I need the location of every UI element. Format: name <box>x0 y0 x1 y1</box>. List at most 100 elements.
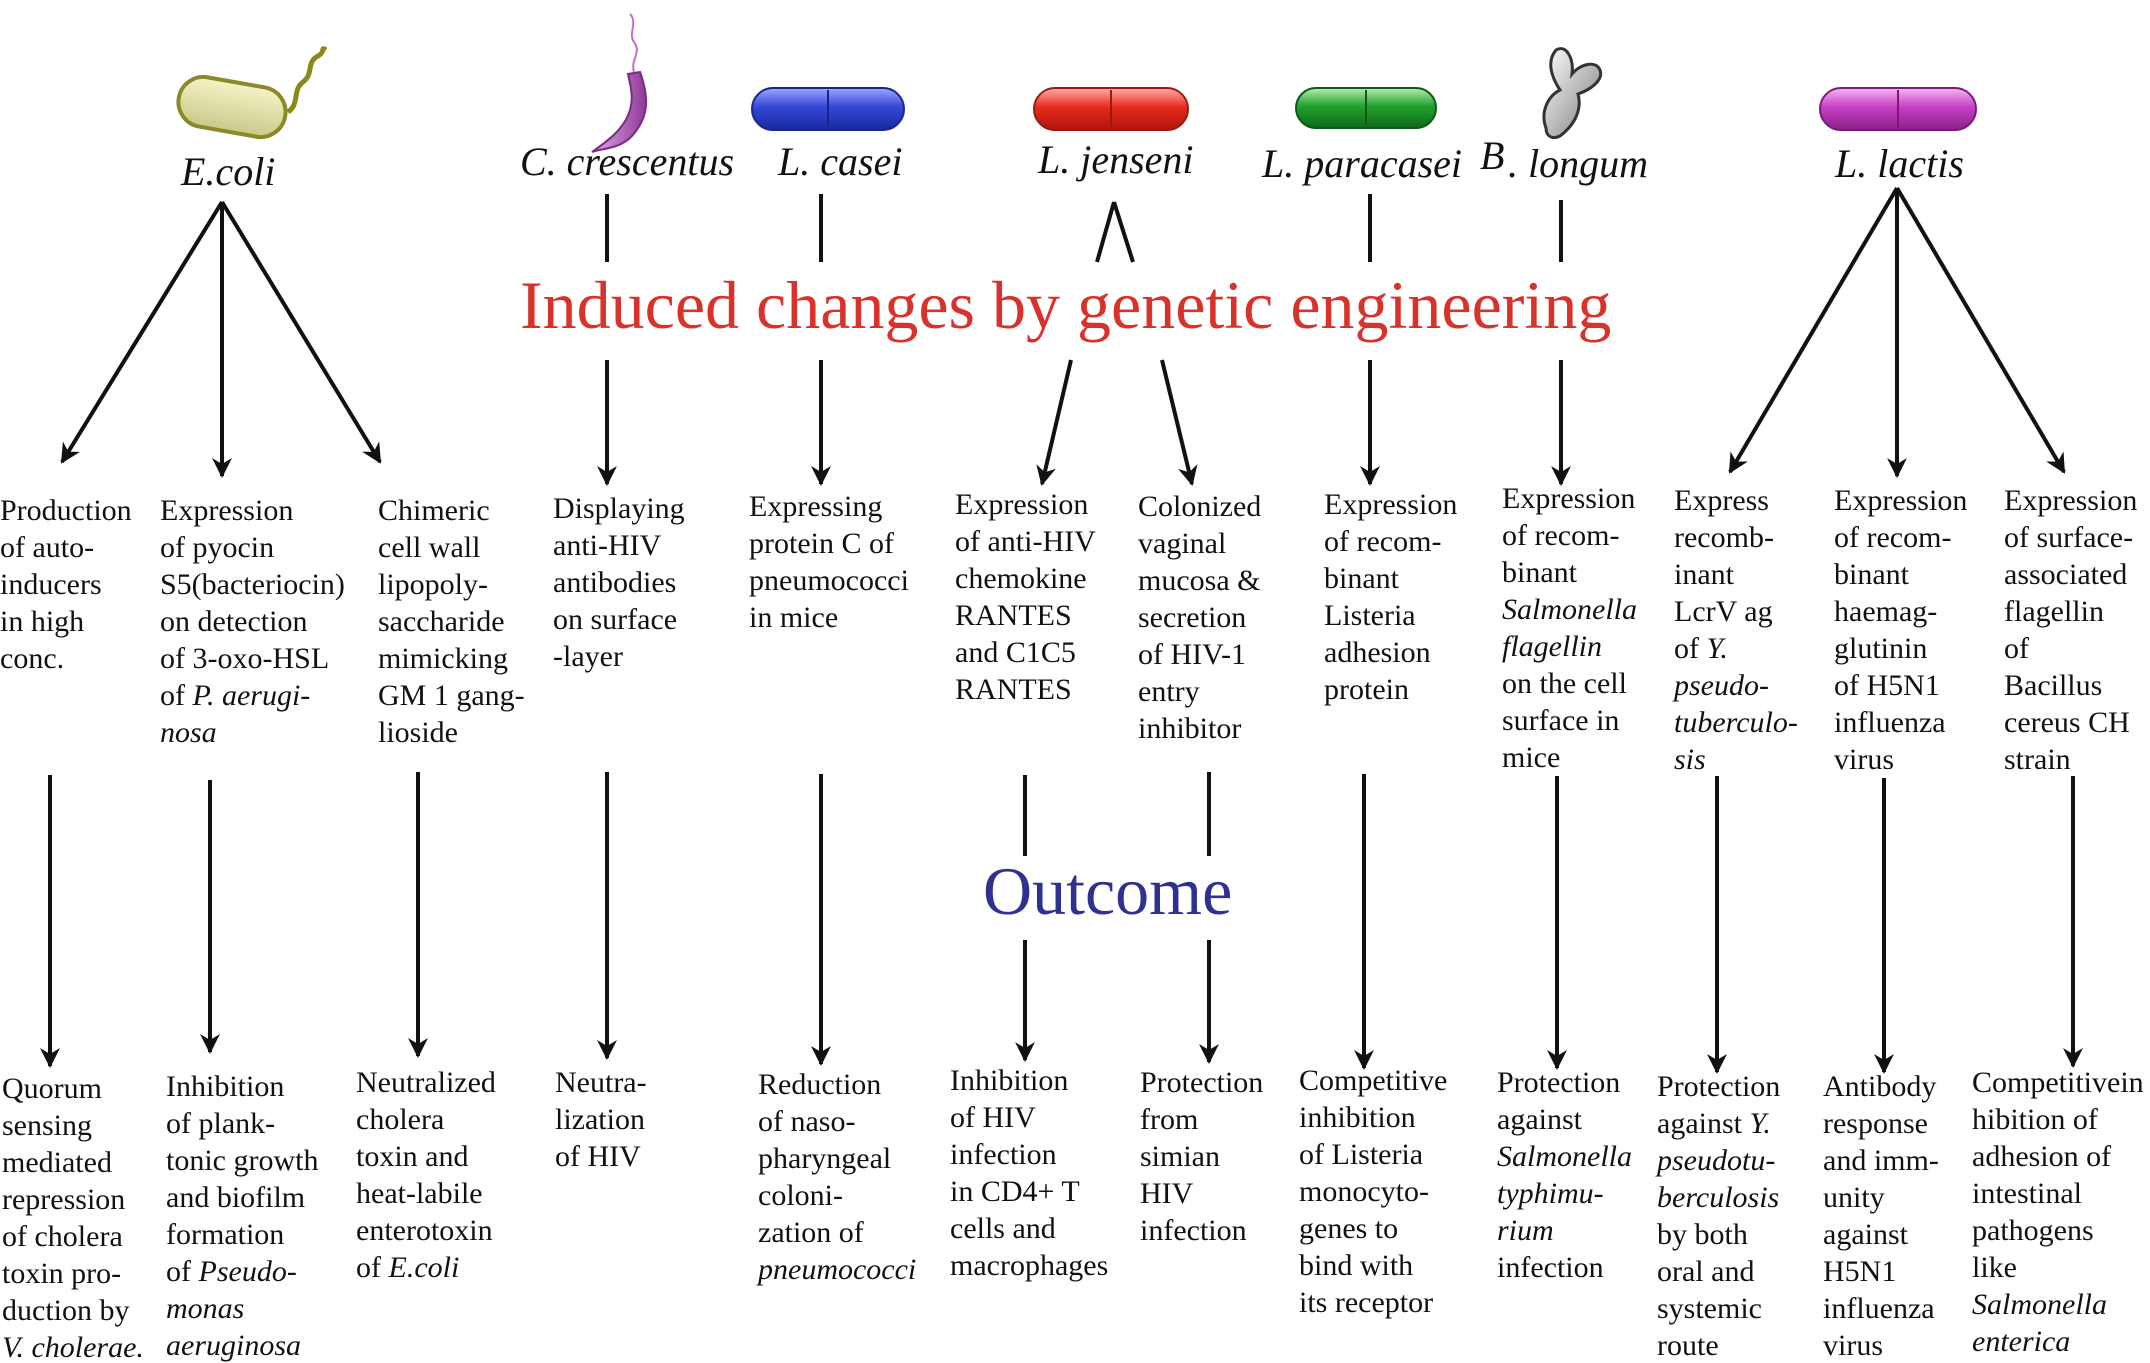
text-line: of Pseudo- <box>166 1253 318 1290</box>
text-line: genes to <box>1299 1212 1399 1245</box>
text-line: lioside <box>378 716 458 749</box>
text-line: and imm- <box>1823 1144 1939 1177</box>
text-line: of plank- <box>166 1107 276 1140</box>
text-line: cereus CH <box>2004 706 2130 739</box>
text-line: secretion <box>1138 601 1247 634</box>
text-line: heat-labile <box>356 1177 483 1210</box>
text-line: influenza <box>1823 1292 1935 1325</box>
text-line: pharyngeal <box>758 1142 892 1175</box>
text-line: response <box>1823 1107 1928 1140</box>
text-line: Neutra- <box>555 1066 647 1099</box>
curved-bacterium-icon <box>591 13 648 153</box>
text-line: protein C of <box>749 527 894 560</box>
text-span: of <box>1674 632 1707 665</box>
organism-ecoli: E.coli <box>181 149 276 194</box>
text-line: virus <box>1823 1329 1883 1362</box>
text-line: bind with <box>1299 1249 1414 1282</box>
text-line: Quorum <box>2 1072 102 1105</box>
text-line: binant <box>1324 562 1399 595</box>
text-line: cells and <box>950 1212 1056 1245</box>
text-line: Inhibition <box>950 1064 1069 1097</box>
text-line: Salmonella <box>1497 1140 1632 1173</box>
jenseni-arrow-2 <box>1160 359 1198 486</box>
text-line: infection <box>1497 1251 1604 1284</box>
text-line: adhesion <box>1324 636 1431 669</box>
text-span: against <box>1657 1107 1750 1140</box>
text-line: Reduction <box>758 1068 882 1101</box>
text-line: like <box>1972 1251 2017 1284</box>
lactis-arrow-3 <box>1895 186 2066 474</box>
text-line: RANTES <box>955 673 1072 706</box>
text-line: inducers <box>0 568 102 601</box>
text-line: lipopoly- <box>378 568 488 601</box>
text-line: of HIV <box>950 1101 1036 1134</box>
text-line: and biofilm <box>166 1181 306 1214</box>
text-span: of <box>356 1251 389 1284</box>
text-line: pathogens <box>1972 1214 2094 1247</box>
heading-induced-changes: Induced changes by genetic engineering <box>520 267 1612 343</box>
text-line: antibodies <box>553 566 677 599</box>
text-line: pseudo- <box>1674 669 1769 702</box>
text-line: monas <box>166 1292 245 1325</box>
text-line: and C1C5 <box>955 636 1076 669</box>
text-line: hibition of <box>1972 1103 2098 1136</box>
text-line: -layer <box>553 640 623 673</box>
text-line: strain <box>2004 743 2071 776</box>
text-line: mucosa & <box>1138 564 1261 597</box>
text-line: adhesion of <box>1972 1140 2112 1173</box>
text-line: simian <box>1140 1140 1220 1173</box>
ecoli-arrow-1 <box>60 200 224 464</box>
text-line: sensing <box>2 1109 92 1142</box>
text-line: Inhibition <box>166 1070 285 1103</box>
text-line: Displaying <box>553 492 685 525</box>
lactis-arrow-1 <box>1728 186 1899 474</box>
text-line: Bacillus <box>2004 669 2103 702</box>
text-line: duction by <box>2 1294 130 1327</box>
text-line: Protection <box>1657 1070 1781 1103</box>
text-line: Protection <box>1140 1066 1264 1099</box>
text-line: of recom- <box>1502 519 1620 552</box>
text-line: of HIV-1 <box>1138 638 1247 671</box>
text-span: P. aerugi- <box>192 679 311 712</box>
text-line: Expression <box>1834 484 1968 517</box>
text-line: chemokine <box>955 562 1087 595</box>
text-line: Expression <box>955 488 1089 521</box>
text-span: Y. <box>1706 632 1728 665</box>
organism-casei: L. casei <box>778 139 903 184</box>
text-line: protein <box>1324 673 1409 706</box>
text-line: of recom- <box>1834 521 1952 554</box>
text-line: recomb- <box>1674 521 1774 554</box>
text-line: of naso- <box>758 1105 856 1138</box>
text-line: S5(bacteriocin) <box>160 568 345 601</box>
text-line: glutinin <box>1834 632 1928 665</box>
text-line: of <box>2004 632 2029 665</box>
text-line: against Y. <box>1657 1105 1780 1142</box>
text-line: typhimu- <box>1497 1177 1604 1210</box>
text-line: Competitive <box>1299 1064 1448 1097</box>
text-line: pneumococci <box>758 1253 917 1286</box>
text-line: macrophages <box>950 1249 1109 1282</box>
text-line: conc. <box>0 642 65 675</box>
text-line: of 3-oxo-HSL <box>160 642 330 675</box>
text-line: intestinal <box>1972 1177 2082 1210</box>
text-line: cell wall <box>378 531 481 564</box>
text-line: Listeria <box>1324 599 1416 632</box>
text-line: inhibitor <box>1138 712 1242 745</box>
text-line: anti-HIV <box>553 529 662 562</box>
text-line: repression <box>2 1183 126 1216</box>
text-line: Neutralized <box>356 1066 496 1099</box>
connectors <box>40 186 2083 1074</box>
text-line: saccharide <box>378 605 505 638</box>
text-span: Pseudo- <box>198 1255 297 1288</box>
organism-jenseni: L. jenseni <box>1038 137 1194 182</box>
text-line: vaginal <box>1138 527 1227 560</box>
